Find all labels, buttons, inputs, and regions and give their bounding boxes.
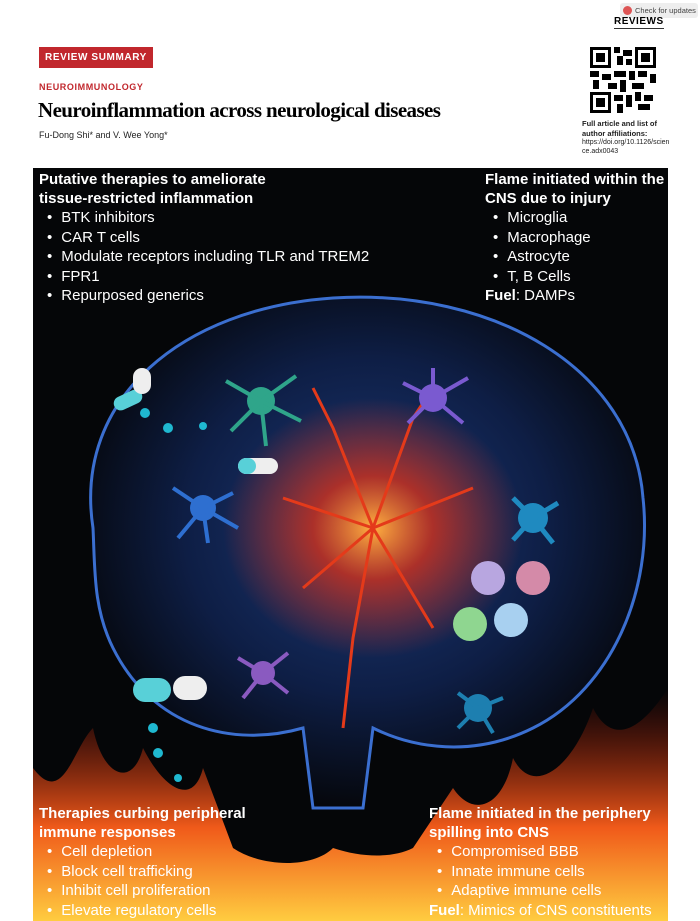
panel-heading: Putative therapies to ameliorate tissue-… [39, 171, 266, 207]
fuel-label: Fuel [485, 287, 516, 304]
therapies-tissue-panel: Putative therapies to ameliorate tissue-… [39, 170, 369, 306]
doi-link[interactable]: https://doi.org/10.1126/science.adx0043 [582, 139, 670, 155]
list-item: Macrophage [493, 228, 668, 248]
list-item: Adaptive immune cells [437, 881, 668, 901]
list-item: Innate immune cells [437, 862, 668, 882]
journal-section: REVIEWS [614, 16, 664, 29]
check-for-updates-button[interactable]: Check for updates [620, 3, 698, 18]
list-item: T, B Cells [493, 267, 668, 287]
article-info: Full article and list of author affiliat… [582, 119, 672, 156]
pill-capsule-icon [113, 368, 151, 411]
drug-particles-icon [140, 408, 207, 782]
immune-cell-icon [516, 561, 550, 595]
qr-code-icon[interactable] [590, 47, 656, 113]
macrophage-icon [171, 486, 239, 544]
panel-heading: Flame initiated in the periphery spillin… [429, 805, 651, 841]
microglia-icon [511, 496, 560, 545]
list-item: Cell depletion [47, 842, 279, 862]
microglia-icon [225, 374, 302, 447]
list-item: Modulate receptors including TLR and TRE… [47, 247, 369, 267]
pill-capsule-icon [133, 676, 207, 702]
list-item: Compromised BBB [437, 842, 668, 862]
authors: Fu-Dong Shi* and V. Wee Yong* [39, 130, 168, 140]
list-item: Inhibit cell proliferation [47, 881, 279, 901]
therapies-peripheral-panel: Therapies curbing peripheral immune resp… [39, 804, 279, 920]
astrocyte-icon [402, 368, 469, 425]
immune-cell-icon [471, 561, 505, 595]
article-type-badge: REVIEW SUMMARY [39, 47, 153, 68]
list-item: Microglia [493, 208, 668, 228]
list-item: CAR T cells [47, 228, 369, 248]
list-item: Astrocyte [493, 247, 668, 267]
info-heading: Full article and list of author affiliat… [582, 119, 658, 138]
immune-cell-icon [453, 607, 487, 641]
list-item: BTK inhibitors [47, 208, 369, 228]
fuel-line: Fuel: DAMPs [485, 286, 668, 306]
macrophage-icon [456, 691, 504, 735]
panel-heading: Flame initiated within the CNS due to in… [485, 171, 665, 207]
summary-figure: Putative therapies to ameliorate tissue-… [33, 168, 668, 921]
check-updates-label: Check for updates [635, 6, 696, 15]
pill-capsule-icon [238, 458, 278, 474]
update-icon [623, 6, 632, 15]
periphery-flame-panel: Flame initiated in the periphery spillin… [429, 804, 668, 920]
category-label: NEUROIMMUNOLOGY [39, 82, 144, 92]
page-title: Neuroinflammation across neurological di… [38, 98, 441, 122]
fuel-label: Fuel [429, 901, 460, 919]
list-item: FPR1 [47, 267, 369, 287]
fuel-value: : Mimics of CNS constituents [459, 901, 652, 919]
fuel-value: : DAMPs [515, 287, 576, 304]
list-item: Repurposed generics [47, 286, 369, 306]
fuel-line: Fuel: Mimics of CNS constituents [429, 901, 668, 921]
list-item: Elevate regulatory cells [47, 901, 279, 921]
panel-heading: Therapies curbing peripheral immune resp… [39, 805, 246, 841]
immune-cell-icon [494, 603, 528, 637]
astrocyte-icon [236, 651, 290, 700]
cns-flame-panel: Flame initiated within the CNS due to in… [485, 170, 668, 306]
list-item: Block cell trafficking [47, 862, 279, 882]
